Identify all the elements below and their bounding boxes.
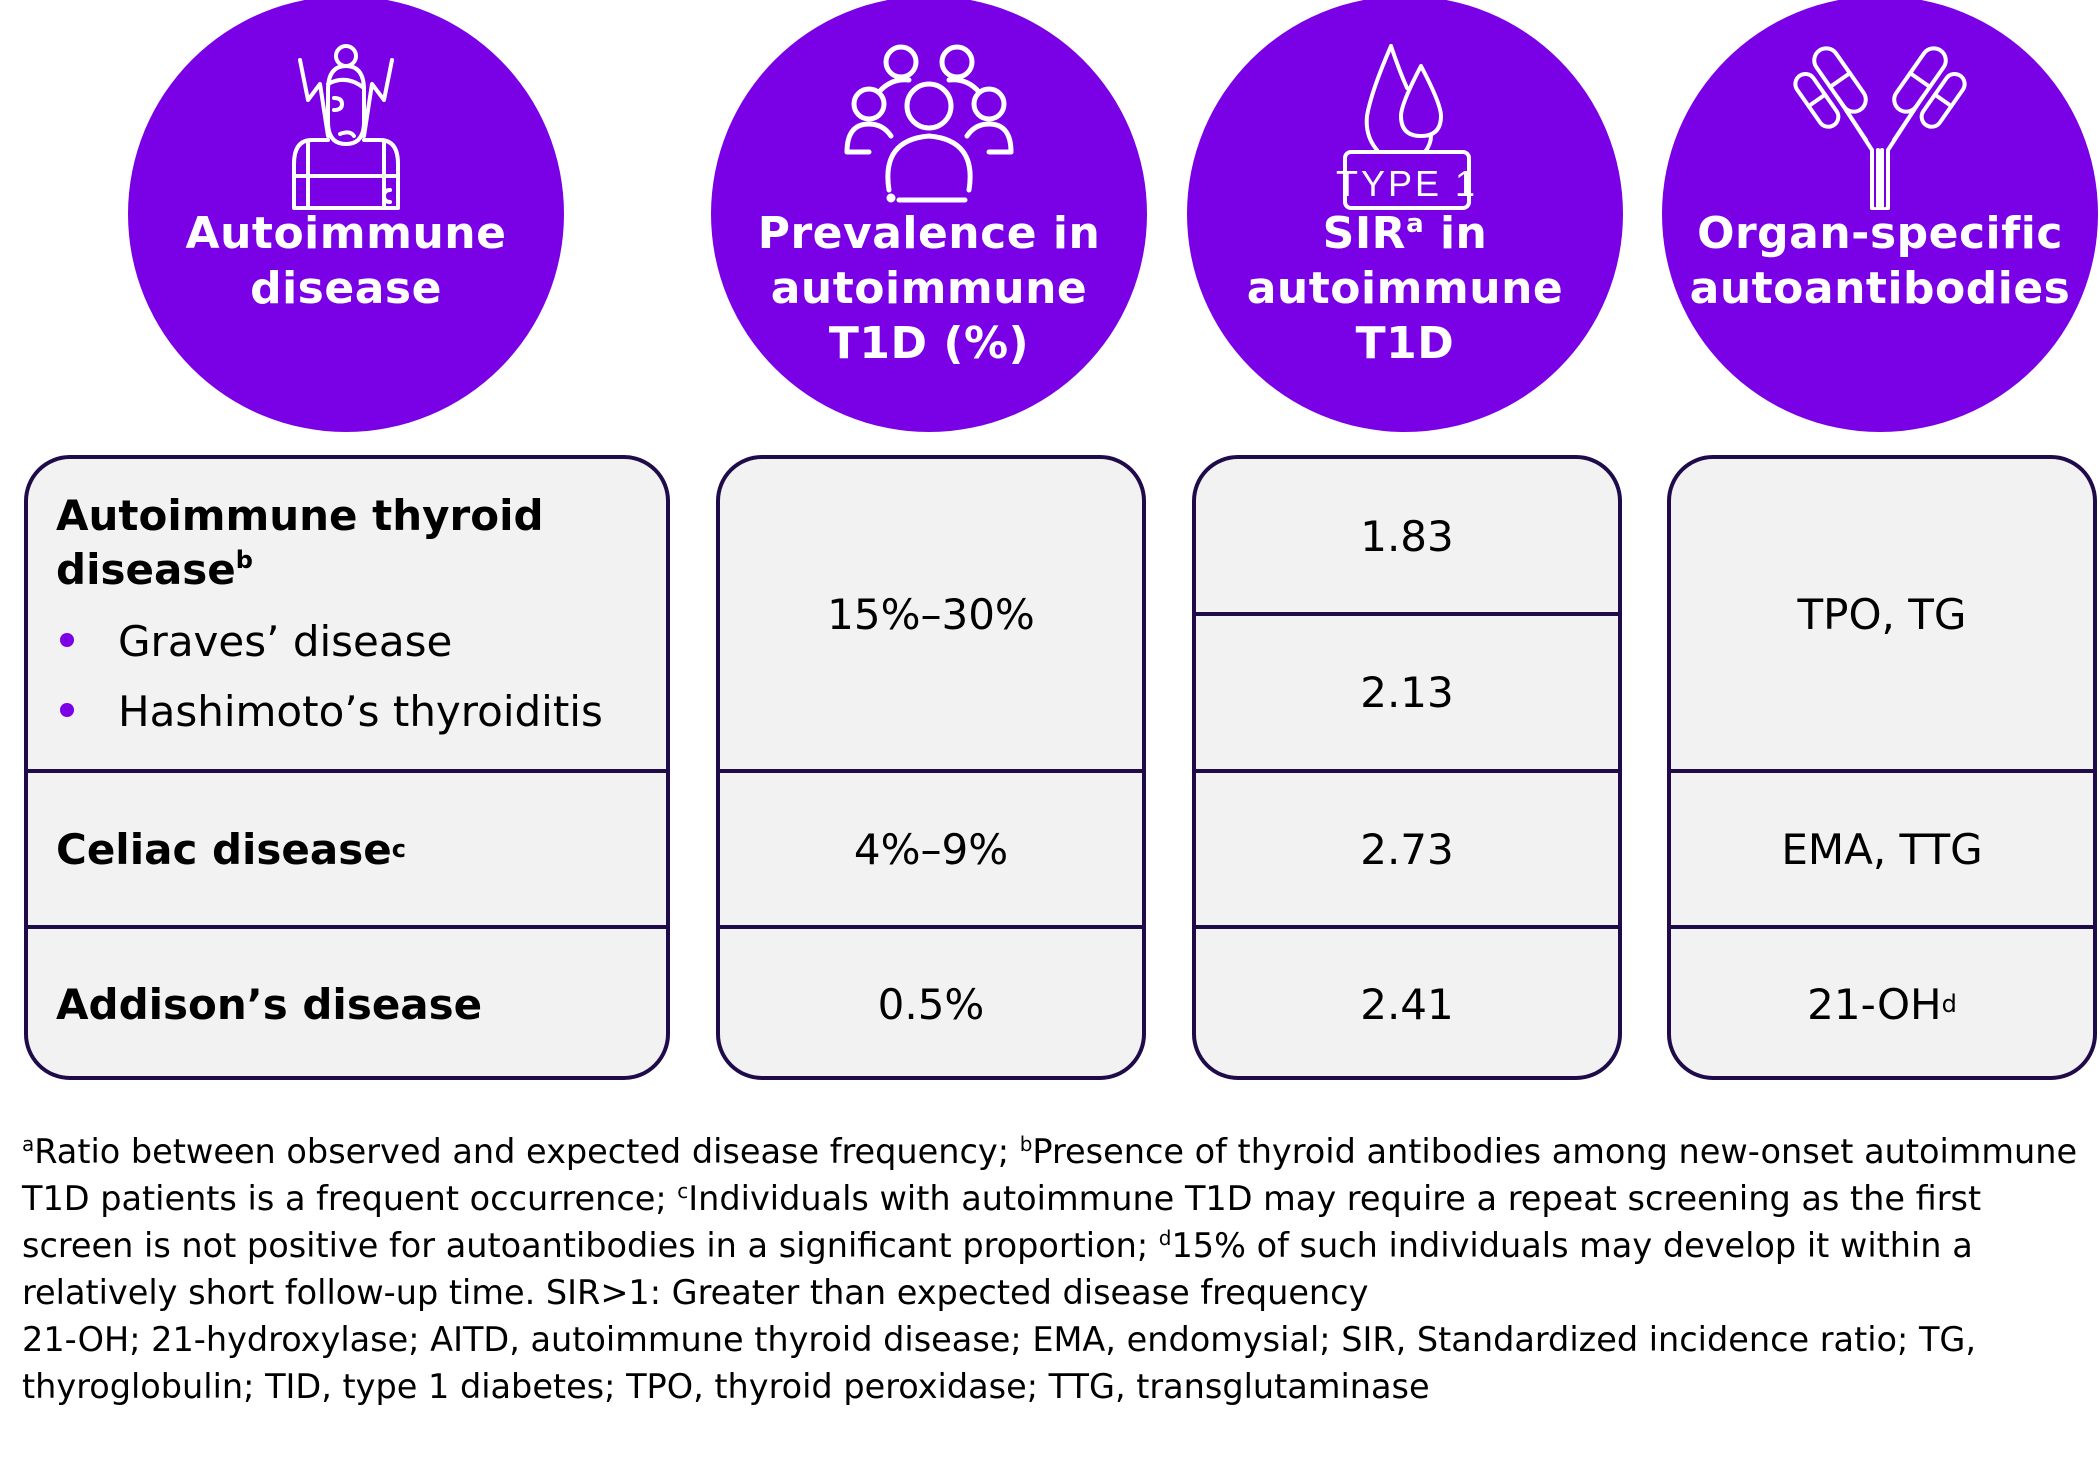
list-item: Hashimoto’s thyroiditis <box>56 677 656 747</box>
bullet-icon <box>60 703 74 717</box>
sir-celiac: 2.73 <box>1360 824 1454 874</box>
svg-text:TYPE 1: TYPE 1 <box>1336 163 1478 204</box>
header-title: Organ-specific autoantibodies <box>1662 206 2098 316</box>
row-divider <box>1671 925 2093 929</box>
prevalence-column: 15%–30% 4%–9% 0.5% <box>716 455 1146 1080</box>
row-thyroid-disease: Autoimmune thyroid diseaseb Graves’ dise… <box>56 489 656 747</box>
header-line: Prevalence in <box>757 208 1101 259</box>
header-line: SIRa in <box>1322 208 1488 259</box>
prevalence-celiac: 4%–9% <box>853 824 1009 874</box>
row-divider <box>1196 925 1618 929</box>
sir-graves: 1.83 <box>1360 511 1454 561</box>
people-group-icon <box>844 44 1014 203</box>
header-title: Prevalence in autoimmune T1D (%) <box>711 206 1147 371</box>
header-autoimmune-disease: Autoimmune disease <box>128 0 564 432</box>
header-line: T1D (%) <box>828 318 1030 369</box>
blood-drop-type1-icon: TYPE 1 <box>1336 44 1478 210</box>
prevalence-addison: 0.5% <box>877 979 985 1029</box>
prevalence-thyroid: 15%–30% <box>827 589 1035 639</box>
row-divider <box>1196 612 1618 616</box>
header-line: autoimmune <box>1246 263 1564 314</box>
header-autoantibodies: Organ-specific autoantibodies <box>1662 0 2098 432</box>
bullet-icon <box>60 633 74 647</box>
header-sir: TYPE 1 SIRa in autoimmune T1D <box>1187 0 1623 432</box>
thyroid-subtypes-list: Graves’ disease Hashimoto’s thyroiditis <box>56 607 656 747</box>
disease-name: Autoimmune thyroid diseaseb <box>56 491 544 594</box>
sir-addison: 2.41 <box>1360 979 1454 1029</box>
abbreviations: 21-OH; 21-hydroxylase; AITD, autoimmune … <box>22 1320 1977 1406</box>
frustrated-person-icon <box>292 44 400 210</box>
header-title: Autoimmune disease <box>128 206 564 316</box>
row-divider <box>1196 769 1618 773</box>
row-addisons-disease: Addison’s disease <box>56 979 483 1029</box>
row-divider <box>1671 769 2093 773</box>
header-line: autoimmune <box>770 263 1088 314</box>
disease-column: Autoimmune thyroid diseaseb Graves’ dise… <box>24 455 670 1080</box>
header-line: disease <box>250 263 442 314</box>
footnote-paragraph: aRatio between observed and expected dis… <box>22 1132 2078 1312</box>
sir-hashimoto: 2.13 <box>1360 668 1454 717</box>
footnotes: aRatio between observed and expected dis… <box>22 1128 2092 1410</box>
row-divider <box>720 925 1142 929</box>
row-divider <box>28 925 666 929</box>
row-divider <box>720 769 1142 773</box>
header-prevalence: Prevalence in autoimmune T1D (%) <box>711 0 1147 432</box>
list-item: Graves’ disease <box>56 607 656 677</box>
header-line: autoantibodies <box>1689 263 2071 314</box>
row-divider <box>28 769 666 773</box>
header-line: T1D <box>1355 318 1455 369</box>
header-line: Organ-specific <box>1697 208 2063 259</box>
header-line: Autoimmune <box>185 208 507 259</box>
autoantibodies-thyroid: TPO, TG <box>1797 589 1967 639</box>
sir-column: 1.83 2.13 2.73 2.41 <box>1192 455 1622 1080</box>
antibody-icon <box>1793 46 1967 210</box>
header-title: SIRa in autoimmune T1D <box>1187 206 1623 371</box>
autoantibodies-celiac: EMA, TTG <box>1781 824 1983 874</box>
